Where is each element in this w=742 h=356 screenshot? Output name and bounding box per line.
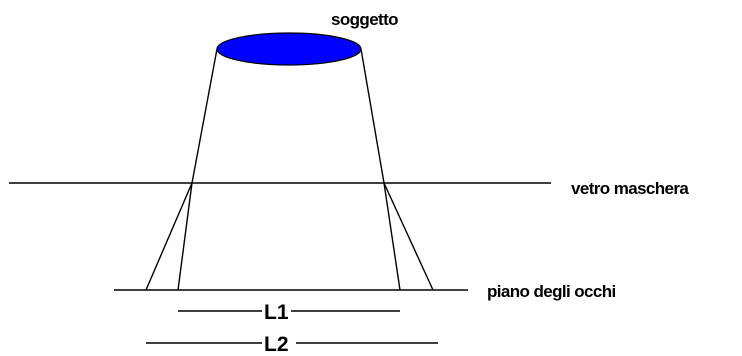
eye-plane-label: piano degli occhi — [487, 282, 616, 301]
cone-left-upper — [191, 48, 218, 184]
ray-left-refracted — [145, 182, 193, 291]
ray-left-straight — [177, 182, 193, 291]
ray-right-straight — [383, 182, 401, 291]
mask-glass-label: vetro maschera — [571, 179, 689, 198]
subject-ellipse — [216, 32, 362, 66]
ray-right-refracted — [383, 182, 434, 291]
l2-label: L2 — [264, 333, 289, 356]
subject-label: soggetto — [331, 10, 398, 29]
cone-right-upper — [360, 48, 385, 184]
l1-label: L1 — [264, 301, 289, 324]
